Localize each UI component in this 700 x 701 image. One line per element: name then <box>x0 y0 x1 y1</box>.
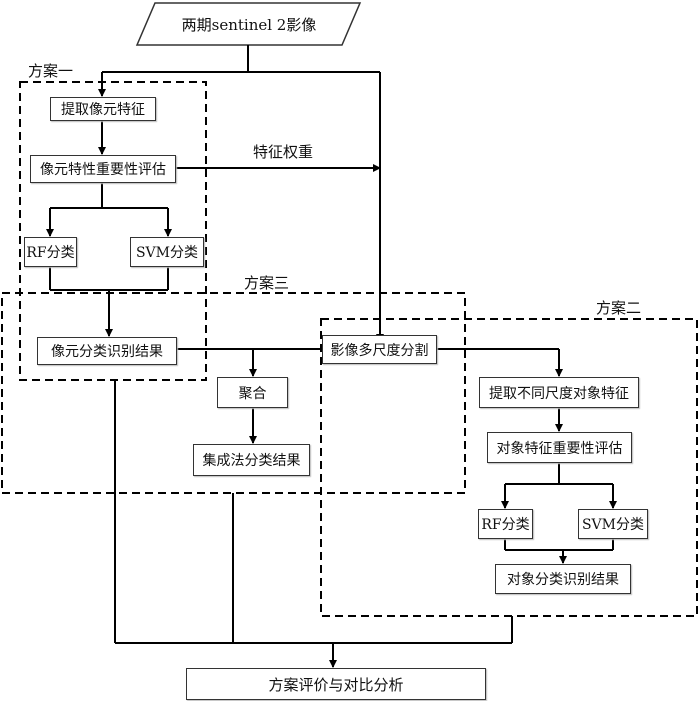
svm-classification-box-1: SVM分类 <box>130 237 204 267</box>
extract-pixel-features-box: 提取像元特征 <box>50 97 156 121</box>
object-classification-result-box: 对象分类识别结果 <box>495 564 631 594</box>
aggregate-box: 聚合 <box>217 377 288 408</box>
extract-object-features-box: 提取不同尺度对象特征 <box>479 377 639 408</box>
pixel-classification-result-box: 像元分类识别结果 <box>37 337 177 365</box>
input-parallelogram <box>135 2 362 46</box>
scheme3-region <box>1 292 466 494</box>
input-label: 两期sentinel 2影像 <box>181 15 317 34</box>
rf-classification-box-2: RF分类 <box>478 509 533 539</box>
rf-classification-box-1: RF分类 <box>24 237 77 267</box>
svm-classification-box-2: SVM分类 <box>578 509 648 539</box>
scheme3-label: 方案三 <box>244 274 290 292</box>
scheme2-region <box>320 318 698 617</box>
scheme1-label: 方案一 <box>28 62 74 80</box>
multiscale-segmentation-box: 影像多尺度分割 <box>322 335 437 364</box>
evaluation-comparison-box: 方案评价与对比分析 <box>186 668 486 700</box>
ensemble-result-box: 集成法分类结果 <box>193 444 310 476</box>
scheme2-label: 方案二 <box>596 299 642 317</box>
pixel-feature-importance-box: 像元特性重要性评估 <box>30 155 176 183</box>
object-feature-importance-box: 对象特征重要性评估 <box>487 432 632 463</box>
scheme1-region <box>19 81 207 381</box>
feature-weight-label: 特征权重 <box>253 143 314 161</box>
